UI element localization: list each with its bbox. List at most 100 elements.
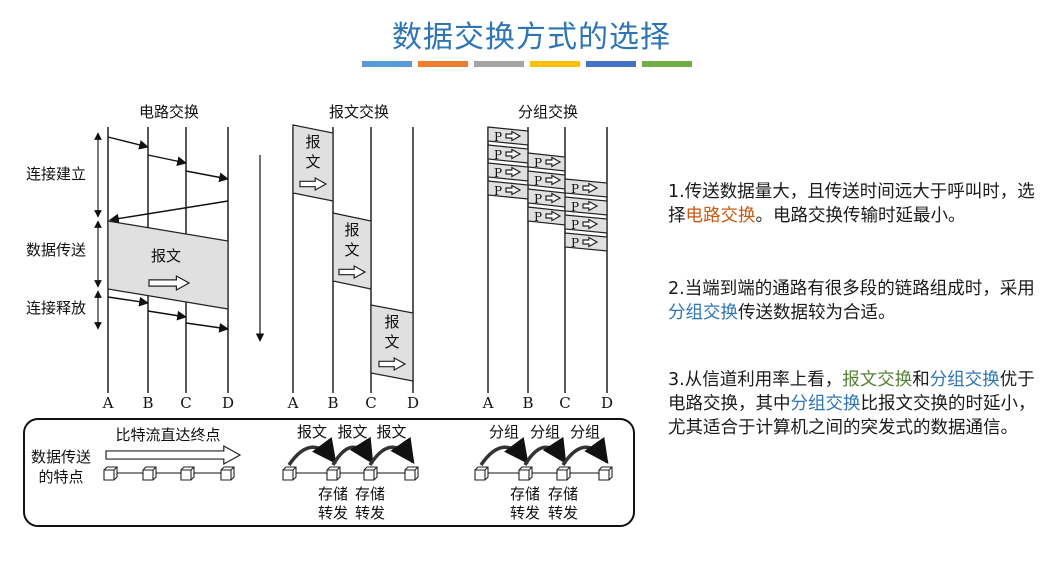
packet-hop-arc-3 [561,436,609,466]
paragraph-2-segment-2: 分组交换 [668,303,738,323]
phase-label-transfer: 数据传送 [26,241,86,259]
packet-12-label: P [571,236,579,250]
packet-7-label: P [534,192,542,206]
paragraph-1: 1.传送数据量大，且传送时间远大于呼叫时，选择电路交换。电路交换传输时延最小。 [668,180,1052,228]
message-block-1-char-2: 文 [305,153,320,171]
color-bar-3 [474,61,524,67]
packet-8-label: P [534,210,542,224]
circuit-bitstream-arrow [105,444,242,466]
packet-node-cube-3 [556,466,571,481]
color-bar-5 [586,61,636,67]
circuit-node-cube-1 [103,466,118,481]
paragraph-3: 3.从信道利用率上看，报文交换和分组交换优于电路交换，其中分组交换比报文交换的时… [668,368,1052,440]
message-block-2-char-2: 文 [344,241,359,259]
circuit-node-label-B: B [142,394,153,412]
message-store-label-2: 存储 [355,485,385,503]
circuit-data-block [107,220,229,310]
packet-hop-arc-1 [479,436,529,466]
packet-4-label: P [494,184,502,198]
packet-hop-label-2: 分组 [530,423,560,441]
packet-6-label: P [534,174,542,188]
message-node-cube-1 [282,466,297,481]
packet-3-label: P [494,166,502,180]
packet-3-arrow [505,166,522,178]
packet-node-label-C: C [559,394,570,412]
paragraph-3-segment-4: 分组交换 [929,370,1000,390]
packet-11-label: P [571,218,579,232]
bottom-characteristics-box [23,418,635,527]
packet-hop-label-3: 分组 [570,423,600,441]
setup-signal-2 [147,154,187,166]
color-bar-4 [530,61,580,67]
message-node-label-C: C [365,394,376,412]
packet-1-label: P [494,130,502,144]
packet-hop-arc-2 [523,436,567,466]
circuit-node-cube-3 [180,466,195,481]
packet-node-cube-4 [598,466,613,481]
message-block-1-arrow [299,176,328,192]
circuit-bitstream-caption: 比特流直达终点 [115,426,220,444]
release-signal-1 [107,296,149,307]
circuit-data-arrow [148,274,191,292]
message-block-1-char-1: 报 [305,133,320,151]
message-node-label-B: B [327,394,338,412]
color-bar-2 [418,61,468,67]
color-bar-6 [642,61,692,67]
paragraph-2-segment-3: 传送数据较为合适。 [738,303,896,323]
paragraph-1-segment-3: 。电路交换传输时延最小。 [755,206,966,226]
packet-switching-title: 分组交换 [518,103,578,121]
packet-5-label: P [534,156,542,170]
message-block-2-char-1: 报 [344,221,359,239]
packet-node-label-B: B [522,394,533,412]
message-switching-title: 报文交换 [329,103,389,121]
circuit-node-label-D: D [222,394,234,412]
release-signal-3 [185,322,229,333]
message-hop-arc-2 [331,436,374,466]
message-hop-label-3: 报文 [376,423,406,441]
packet-node-cube-2 [518,466,533,481]
setup-signal-1 [107,136,149,150]
packet-5-arrow [545,156,562,168]
paragraph-3-segment-2: 报文交换 [842,370,913,390]
message-hop-arc-3 [368,436,415,466]
bottom-row-label-2: 的特点 [38,468,83,486]
paragraph-1-segment-2: 电路交换 [685,206,756,226]
paragraph-3-segment-5: 优于电路交换，其中 [668,370,1035,414]
message-hop-arc-1 [287,436,337,466]
packet-node-label-A: A [482,394,494,412]
message-node-cube-2 [326,466,341,481]
circuit-node-label-C: C [180,394,191,412]
release-signal-2 [147,310,187,321]
message-hop-label-1: 报文 [297,423,327,441]
paragraph-2-segment-1: 2.当端到端的通路有很多段的链路组成时，采用 [668,279,1035,299]
packet-2-label: P [494,148,502,162]
packet-12-arrow [582,236,599,248]
message-block-3-char-1: 报 [384,313,399,331]
packet-2-arrow [505,148,522,160]
message-block-3-arrow [378,356,407,372]
message-node-label-A: A [287,394,299,412]
circuit-message-label: 报文 [151,247,181,265]
phase-label-release: 连接释放 [26,299,86,317]
packet-7-arrow [545,192,562,204]
bottom-row-label-1: 数据传送 [31,448,91,466]
color-bar-1 [362,61,412,67]
packet-node-cube-1 [474,466,489,481]
page-title: 数据交换方式的选择 [392,20,671,55]
packet-store-label-2: 存储 [548,485,578,503]
message-block-2-arrow [338,264,367,280]
packet-store-label-1: 存储 [510,485,540,503]
circuit-node-cube-4 [220,466,235,481]
packet-node-label-D: D [601,394,613,412]
packet-forward-label-2: 转发 [548,504,578,522]
circuit-node-label-A: A [102,394,114,412]
packet-6-arrow [545,174,562,186]
setup-ack-signal [109,200,229,224]
packet-10-label: P [571,200,579,214]
message-forward-label-1: 转发 [318,504,348,522]
paragraph-1-segment-1: 1.传送数据量大，且传送时间远大于呼叫时，选择 [668,182,1035,226]
paragraph-2: 2.当端到端的通路有很多段的链路组成时，采用分组交换传送数据较为合适。 [668,277,1052,325]
packet-hop-label-1: 分组 [489,423,519,441]
